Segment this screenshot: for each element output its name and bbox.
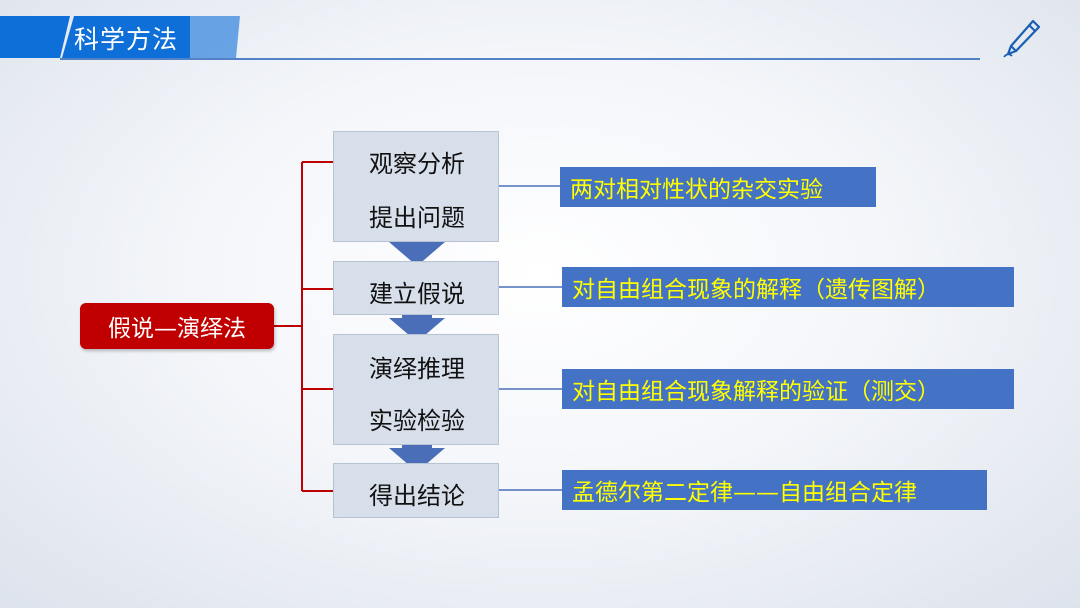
- header-title-band: [62, 16, 150, 58]
- red-bracket: [274, 161, 333, 492]
- header-bar: [0, 16, 980, 60]
- header-ribbon: [0, 16, 70, 58]
- header-title-band-ext: [140, 16, 190, 58]
- step-3-line-1: 演绎推理: [369, 355, 465, 383]
- result-box-3: 对自由组合现象解释的验证（测交）: [562, 369, 1014, 409]
- header-title-band-fade: [190, 16, 240, 58]
- main-node-hypothetico-deductive: 假说—演绎法: [80, 303, 274, 349]
- result-connectors: [499, 185, 562, 491]
- step-3-line-2: 实验检验: [369, 407, 465, 435]
- step-2-line-1: 建立假说: [369, 280, 465, 308]
- result-box-2: 对自由组合现象的解释（遗传图解）: [562, 267, 1014, 307]
- step-1-line-1: 观察分析: [369, 150, 465, 178]
- step-box-3: 演绎推理 实验检验: [333, 334, 499, 445]
- result-box-4: 孟德尔第二定律——自由组合定律: [562, 470, 987, 510]
- step-box-1: 观察分析 提出问题: [333, 131, 499, 242]
- page-title: 科学方法: [74, 25, 179, 54]
- step-box-4: 得出结论: [333, 463, 499, 518]
- step-1-line-2: 提出问题: [369, 204, 465, 232]
- result-box-1: 两对相对性状的杂交实验: [560, 167, 876, 207]
- step-4-line-1: 得出结论: [369, 482, 465, 510]
- step-box-2: 建立假说: [333, 261, 499, 315]
- pen-icon: [1003, 19, 1041, 58]
